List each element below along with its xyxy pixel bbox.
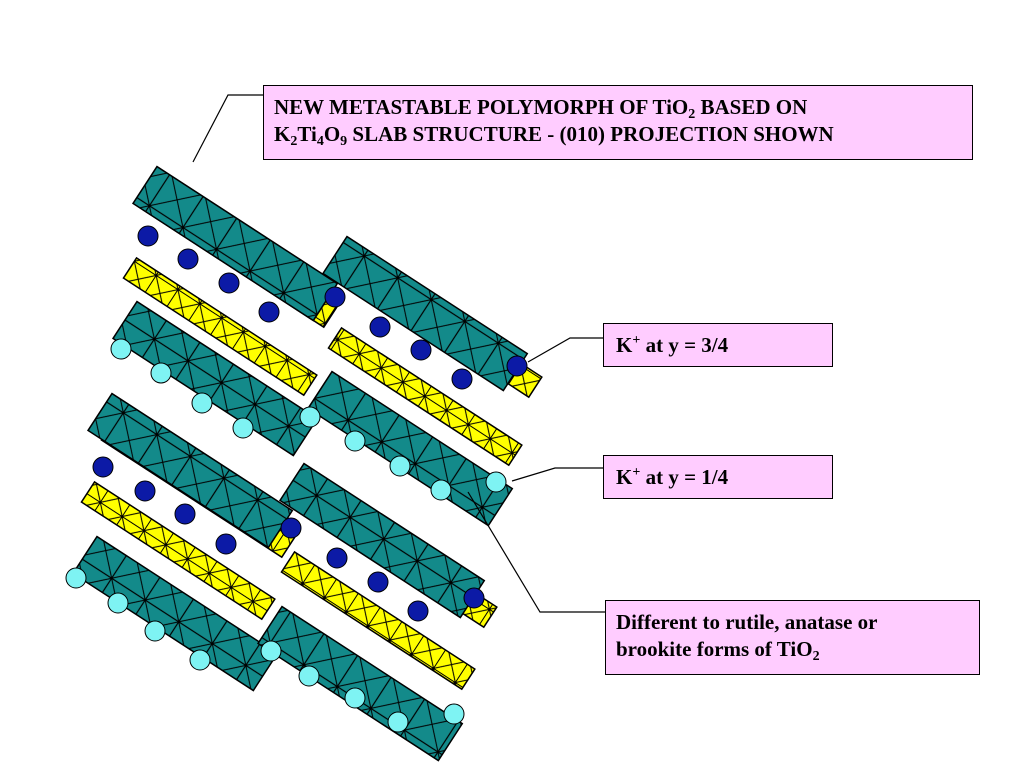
teal-octahedra-slab bbox=[131, 165, 339, 322]
note-subscript-2: 2 bbox=[812, 649, 820, 664]
k-atom-one-quarter bbox=[232, 417, 254, 439]
k-atom-three-quarter bbox=[407, 600, 429, 622]
k-atom-one-quarter bbox=[299, 406, 321, 428]
k-position-text: at y = 3/4 bbox=[640, 333, 729, 357]
k-atom-one-quarter bbox=[191, 392, 213, 414]
title-line-1: NEW METASTABLE POLYMORPH OF TiO2 BASED O… bbox=[274, 94, 962, 122]
k-one-quarter-leader-line bbox=[511, 467, 603, 482]
k-atom-three-quarter bbox=[326, 547, 348, 569]
formula-ti: Ti bbox=[297, 122, 317, 146]
formula-sub-k: 2 bbox=[290, 134, 298, 149]
k-one-quarter-label: K+ at y = 1/4 bbox=[603, 455, 833, 499]
k-atom-three-quarter bbox=[410, 339, 432, 361]
note-line2-text: brookite forms of TiO bbox=[616, 637, 813, 661]
k-ion-symbol: K bbox=[616, 465, 633, 489]
teal-octahedra-slab bbox=[86, 392, 294, 549]
k-atom-one-quarter bbox=[344, 430, 366, 452]
yellow-octahedra-slab bbox=[122, 256, 318, 397]
k-atom-three-quarter bbox=[324, 286, 346, 308]
k-atom-one-quarter bbox=[298, 665, 320, 687]
k-atom-three-quarter bbox=[463, 587, 485, 609]
note-line-2: brookite forms of TiO2 bbox=[616, 636, 969, 664]
formula-k: K bbox=[274, 122, 291, 146]
k-atom-one-quarter bbox=[144, 620, 166, 642]
k-position-text: at y = 1/4 bbox=[640, 465, 729, 489]
k-atom-one-quarter bbox=[65, 567, 87, 589]
k-atom-three-quarter bbox=[92, 456, 114, 478]
k-atom-three-quarter bbox=[280, 517, 302, 539]
k-atom-one-quarter bbox=[387, 711, 409, 733]
k-three-quarter-leader-line bbox=[527, 337, 603, 363]
title-line-2: K2Ti4O9 SLAB STRUCTURE - (010) PROJECTIO… bbox=[274, 121, 962, 149]
formula-sub-ti: 4 bbox=[316, 134, 324, 149]
k-atom-one-quarter bbox=[443, 703, 465, 725]
k-atom-one-quarter bbox=[260, 640, 282, 662]
potassium-atoms bbox=[65, 225, 528, 733]
k-atom-three-quarter bbox=[218, 272, 240, 294]
k-atom-one-quarter bbox=[485, 471, 507, 493]
k-atom-three-quarter bbox=[137, 225, 159, 247]
note-line-1: Different to rutile, anatase or bbox=[616, 610, 878, 634]
k-atom-one-quarter bbox=[430, 479, 452, 501]
title-leader-line bbox=[192, 94, 263, 163]
k-atom-one-quarter bbox=[150, 362, 172, 384]
k-atom-three-quarter bbox=[369, 316, 391, 338]
k-charge: + bbox=[632, 333, 641, 348]
k-atom-one-quarter bbox=[110, 338, 132, 360]
k-ion-symbol: K bbox=[616, 333, 633, 357]
k-atom-one-quarter bbox=[189, 649, 211, 671]
k-atom-three-quarter bbox=[367, 571, 389, 593]
k-atom-three-quarter bbox=[215, 533, 237, 555]
leader-lines bbox=[192, 94, 605, 613]
k-atom-three-quarter bbox=[174, 503, 196, 525]
k-atom-three-quarter bbox=[451, 368, 473, 390]
yellow-octahedra-slab bbox=[80, 480, 276, 621]
yellow-octahedra-slab bbox=[280, 550, 476, 691]
formula-o: O bbox=[323, 122, 341, 146]
k-atom-three-quarter bbox=[506, 355, 528, 377]
different-leader-line bbox=[467, 491, 605, 613]
k-atom-one-quarter bbox=[389, 455, 411, 477]
yellow-octahedra-slab bbox=[327, 326, 523, 467]
title-subscript-2: 2 bbox=[688, 107, 696, 122]
k-atom-three-quarter bbox=[258, 301, 280, 323]
formula-sub-o: 9 bbox=[340, 134, 348, 149]
slab-layer bbox=[71, 165, 543, 762]
teal-octahedra-slab bbox=[256, 605, 464, 762]
k-atom-three-quarter bbox=[134, 480, 156, 502]
title-box: NEW METASTABLE POLYMORPH OF TiO2 BASED O… bbox=[263, 85, 973, 160]
teal-octahedra-slab bbox=[321, 235, 529, 392]
title-line2-text: SLAB STRUCTURE - (010) PROJECTION SHOWN bbox=[347, 122, 834, 146]
k-atom-three-quarter bbox=[177, 248, 199, 270]
k-atom-one-quarter bbox=[344, 687, 366, 709]
different-forms-note: Different to rutile, anatase or brookite… bbox=[605, 600, 980, 675]
k-three-quarter-label: K+ at y = 3/4 bbox=[603, 323, 833, 367]
k-atom-one-quarter bbox=[107, 592, 129, 614]
title-line1-text: NEW METASTABLE POLYMORPH OF TiO bbox=[274, 95, 689, 119]
k-charge: + bbox=[632, 465, 641, 480]
title-line1-suffix: BASED ON bbox=[695, 95, 808, 119]
